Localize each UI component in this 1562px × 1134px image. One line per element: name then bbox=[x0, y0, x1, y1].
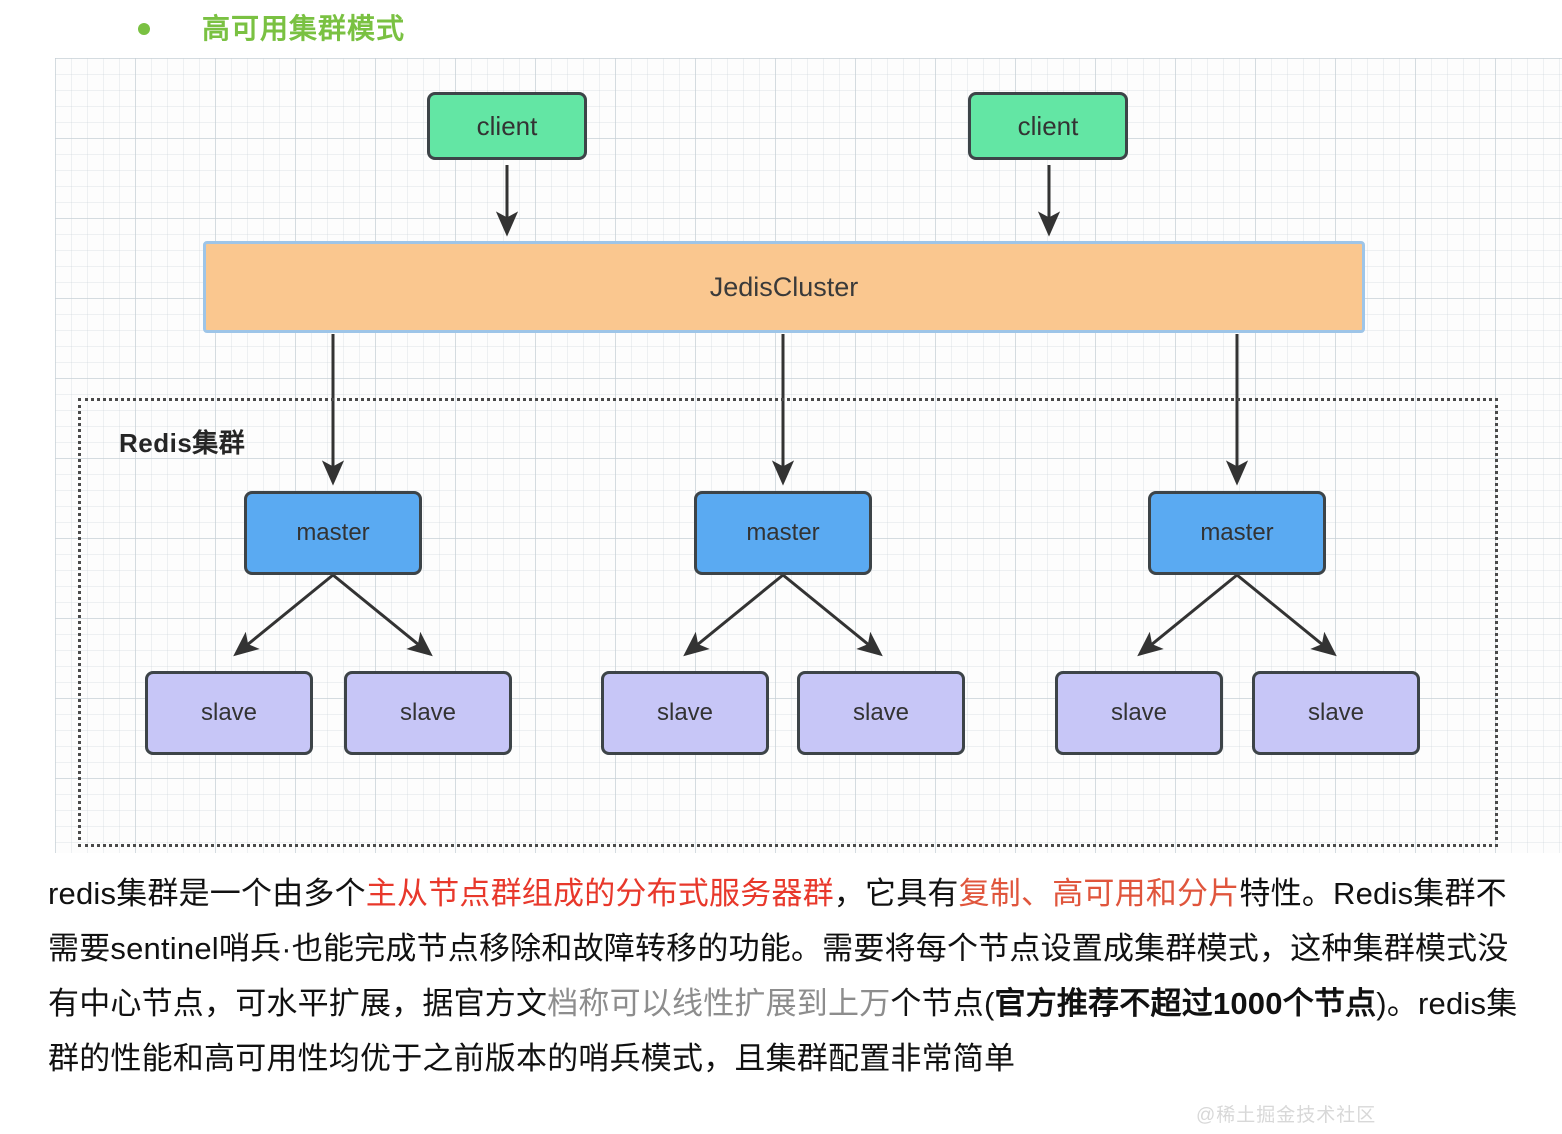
node-jedis-cluster[interactable]: JedisCluster bbox=[203, 241, 1365, 333]
node-client-1[interactable]: client bbox=[427, 92, 587, 160]
node-slave-2[interactable]: slave bbox=[344, 671, 512, 755]
node-slave-1[interactable]: slave bbox=[145, 671, 313, 755]
description-paragraph: redis集群是一个由多个主从节点群组成的分布式服务器群，它具有复制、高可用和分… bbox=[48, 866, 1518, 1086]
architecture-diagram: client client JedisCluster Redis集群 maste… bbox=[55, 58, 1562, 853]
text-segment-5: )。redis集群的性能和高可用性均优于之前版本的哨兵模式，且集群配置非常简单 bbox=[48, 986, 1518, 1076]
text-segment-bold: 官方推荐不超过1000个节点 bbox=[994, 986, 1377, 1021]
watermark: @稀土掘金技术社区 bbox=[1196, 1105, 1377, 1126]
text-segment-1: redis集群是一个由多个 bbox=[48, 876, 366, 911]
node-label: master bbox=[296, 519, 370, 546]
node-label: master bbox=[1200, 519, 1274, 546]
node-label: slave bbox=[200, 699, 258, 726]
page-title: 高可用集群模式 bbox=[202, 13, 406, 44]
node-slave-3[interactable]: slave bbox=[601, 671, 769, 755]
node-label: client bbox=[1017, 110, 1079, 141]
bullet-icon bbox=[138, 23, 150, 35]
node-label: slave bbox=[852, 699, 910, 726]
text-segment-2: ，它具有 bbox=[833, 876, 959, 911]
node-master-1[interactable]: master bbox=[244, 491, 422, 575]
node-slave-5[interactable]: slave bbox=[1055, 671, 1223, 755]
node-label: slave bbox=[1110, 699, 1168, 726]
node-label: slave bbox=[656, 699, 714, 726]
node-master-2[interactable]: master bbox=[694, 491, 872, 575]
page-heading: 高可用集群模式 bbox=[0, 0, 1562, 58]
redis-cluster-container: Redis集群 bbox=[78, 398, 1498, 847]
node-label: slave bbox=[1307, 699, 1365, 726]
cluster-label: Redis集群 bbox=[119, 428, 246, 458]
text-segment-4: 个节点( bbox=[890, 986, 995, 1021]
node-label: slave bbox=[399, 699, 457, 726]
text-segment-highlight-1: 主从节点群组成的分布式服务器群 bbox=[365, 876, 834, 911]
node-slave-6[interactable]: slave bbox=[1252, 671, 1420, 755]
text-segment-highlight-2: 复制、高可用和分片 bbox=[958, 876, 1240, 911]
text-segment-gray: 档称可以线性扩展到上万 bbox=[547, 986, 891, 1021]
node-label: JedisCluster bbox=[709, 271, 859, 302]
node-master-3[interactable]: master bbox=[1148, 491, 1326, 575]
node-slave-4[interactable]: slave bbox=[797, 671, 965, 755]
node-client-2[interactable]: client bbox=[968, 92, 1128, 160]
text-segment-3: 特性。Redis集群不需要sentinel哨兵·也能完成节点移除和故障转移的功能… bbox=[48, 876, 1509, 1021]
node-label: client bbox=[476, 110, 538, 141]
node-label: master bbox=[746, 519, 820, 546]
